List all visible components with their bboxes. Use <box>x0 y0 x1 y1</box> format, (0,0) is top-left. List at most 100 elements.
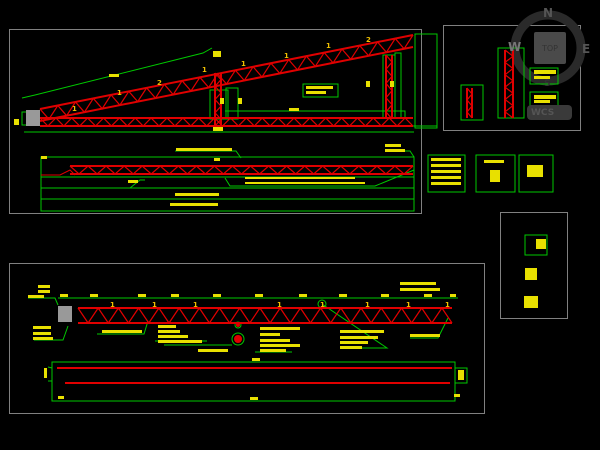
annotation-text <box>431 182 461 185</box>
viewcube-east[interactable]: E <box>582 42 591 56</box>
annotation-text <box>252 358 260 361</box>
annotation-text <box>33 332 51 335</box>
viewport-frame-plan[interactable] <box>9 263 485 414</box>
support-hatch <box>26 110 40 126</box>
annotation-text <box>170 203 218 206</box>
member-mark: 1 <box>193 301 198 309</box>
viewport-frame-section[interactable] <box>443 25 581 131</box>
annotation-text <box>38 285 50 288</box>
annotation-text <box>158 335 188 338</box>
member-mark: 1 <box>326 42 331 50</box>
annotation-text <box>431 164 461 167</box>
viewcube-top-face[interactable]: TOP <box>534 32 566 64</box>
member-mark: 1 <box>72 105 77 113</box>
annotation-text <box>260 339 290 342</box>
annotation-text <box>158 325 176 328</box>
elevation-truss[interactable] <box>69 165 414 175</box>
annotation-text <box>299 294 307 297</box>
annotation-text <box>41 156 47 159</box>
viewcube-west[interactable]: W <box>508 40 522 54</box>
annotation-text <box>171 294 179 297</box>
annotation-text <box>410 334 440 337</box>
annotation-text <box>260 333 280 336</box>
annotation-text <box>109 74 119 77</box>
annotation-text <box>28 295 44 298</box>
annotation-text <box>260 327 300 330</box>
annotation-text <box>213 127 223 131</box>
member-mark: 2 <box>366 36 371 44</box>
annotation-text <box>340 336 378 339</box>
bottom-chord-truss[interactable] <box>39 117 414 127</box>
annotation-text <box>458 370 464 380</box>
annotation-text <box>450 294 456 297</box>
annotation-text <box>214 158 220 161</box>
annotation-text <box>390 81 394 87</box>
viewcube-south[interactable]: S <box>544 79 551 89</box>
annotation-text <box>339 294 347 297</box>
member-mark: 1 <box>445 301 450 309</box>
member-mark: 1 <box>152 301 157 309</box>
annotation-text <box>454 394 460 397</box>
annotation-text <box>306 91 326 94</box>
annotation-text <box>536 239 546 249</box>
ucs-menu-button[interactable]: WCS <box>527 105 572 120</box>
annotation-text <box>33 326 51 329</box>
annotation-text <box>400 282 436 285</box>
annotation-text <box>60 294 68 297</box>
annotation-text <box>158 340 202 343</box>
annotation-text <box>213 294 221 297</box>
annotation-text <box>525 268 537 280</box>
viewcube-north[interactable]: N <box>543 6 554 20</box>
member-mark: 1 <box>365 301 370 309</box>
annotation-text <box>90 294 98 297</box>
annotation-text <box>198 349 228 352</box>
annotation-text <box>340 346 362 349</box>
section-column-small[interactable] <box>466 87 473 119</box>
annotation-text <box>431 170 461 173</box>
annotation-text <box>534 70 556 74</box>
annotation-text <box>260 349 286 352</box>
viewport-frame-elevation[interactable] <box>9 29 422 214</box>
annotation-text <box>534 100 550 103</box>
viewport-frame-detail[interactable] <box>500 212 568 319</box>
plan-truss[interactable] <box>77 306 453 325</box>
annotation-text <box>527 165 543 177</box>
sloped-truss[interactable] <box>39 34 414 122</box>
section-column-truss[interactable] <box>504 49 514 119</box>
annotation-text <box>213 51 221 57</box>
annotation-text <box>175 193 219 196</box>
section-marker[interactable] <box>234 335 242 343</box>
annotation-text <box>306 86 333 89</box>
annotation-text <box>400 288 440 291</box>
member-mark: 1 <box>117 89 122 97</box>
member-mark: 2 <box>157 79 162 87</box>
annotation-text <box>14 119 19 125</box>
annotation-text <box>38 290 50 293</box>
member-mark: 1 <box>320 301 325 309</box>
annotation-text <box>238 98 242 104</box>
annotation-text <box>490 170 500 182</box>
member-mark: 1 <box>241 60 246 68</box>
annotation-text <box>289 108 299 111</box>
annotation-text <box>534 95 556 99</box>
member-mark: 1 <box>202 66 207 74</box>
annotation-text <box>385 144 401 147</box>
annotation-text <box>484 160 504 163</box>
annotation-text <box>102 330 142 333</box>
member-mark: 1 <box>110 301 115 309</box>
annotation-text <box>381 294 389 297</box>
section-marker[interactable] <box>236 323 240 327</box>
support-hatch <box>58 306 72 322</box>
annotation-text <box>424 294 432 297</box>
annotation-text <box>176 148 232 151</box>
annotation-text <box>245 177 355 179</box>
annotation-text <box>431 176 461 179</box>
member-mark: 1 <box>277 301 282 309</box>
annotation-text <box>58 396 64 399</box>
annotation-text <box>524 296 538 308</box>
annotation-text <box>385 149 405 152</box>
member-mark: 1 <box>406 301 411 309</box>
annotation-text <box>366 81 370 87</box>
annotation-text <box>340 330 384 333</box>
